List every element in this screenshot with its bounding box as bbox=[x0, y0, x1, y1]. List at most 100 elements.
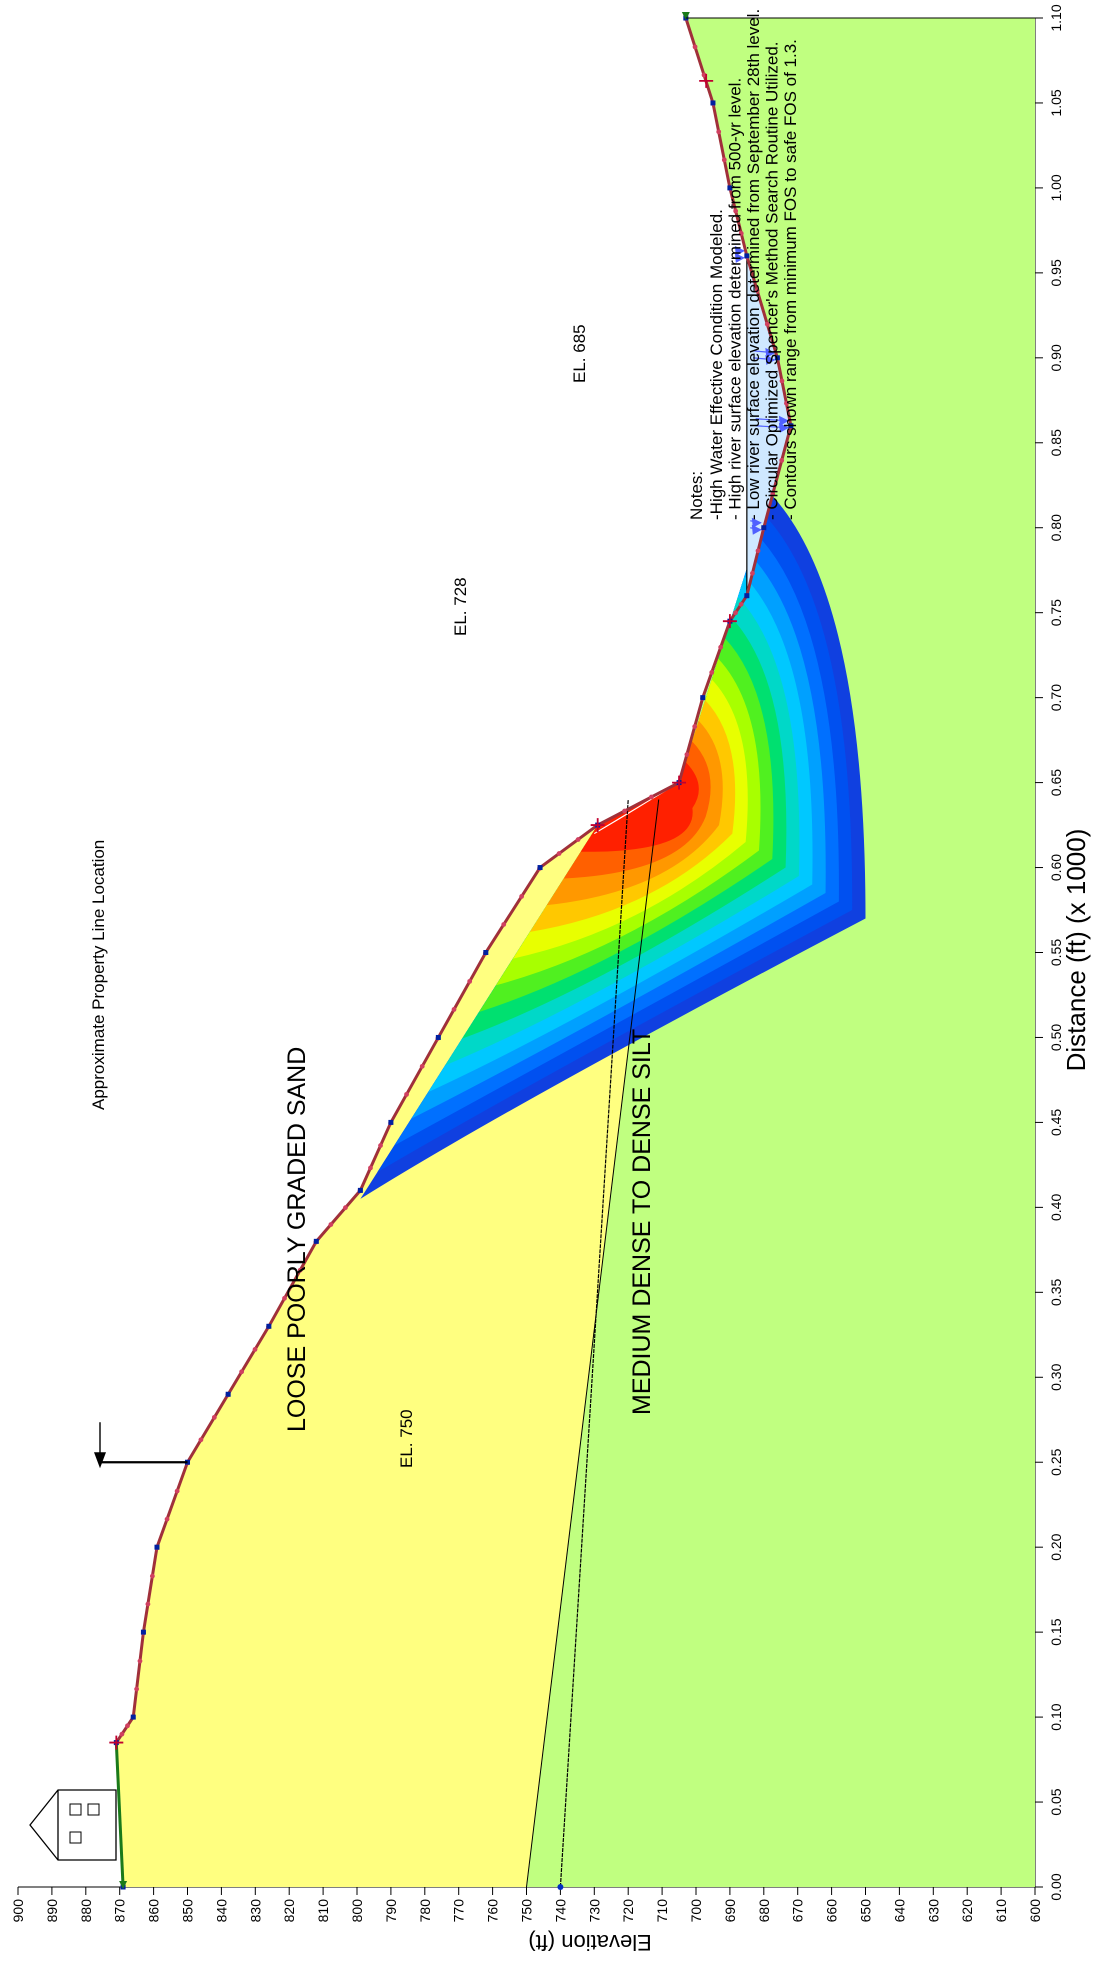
water-pressure-arrowhead bbox=[765, 354, 776, 365]
note-line: - Contours shown range from minimum FOS … bbox=[781, 39, 800, 520]
surface-node bbox=[738, 231, 744, 236]
surface-node bbox=[733, 208, 739, 214]
distance-tick-label: 0.25 bbox=[1048, 1448, 1064, 1475]
house-outline bbox=[29, 1789, 117, 1861]
elevation-axis-title: Elevation (ft) bbox=[528, 1930, 652, 1955]
distance-tick-label: 0.35 bbox=[1048, 1278, 1064, 1305]
labels: Approximate Property Line LocationLOOSE … bbox=[89, 9, 800, 1469]
distance-tick-label: 0.60 bbox=[1048, 854, 1064, 881]
surface-vertex bbox=[435, 1034, 441, 1040]
surface-node bbox=[297, 1267, 303, 1273]
distance-tick-label: 0.30 bbox=[1048, 1363, 1064, 1390]
elevation-tick-label: 730 bbox=[586, 1899, 602, 1923]
surface-vertex bbox=[744, 253, 750, 259]
surface-node bbox=[125, 1723, 130, 1729]
surface-node bbox=[718, 644, 724, 650]
surface-vertex bbox=[225, 1391, 231, 1397]
surface-vertex bbox=[537, 865, 543, 871]
surface-vertex bbox=[483, 950, 489, 955]
river-water bbox=[746, 255, 791, 596]
surface-node bbox=[750, 570, 755, 576]
surface-node bbox=[164, 1516, 170, 1522]
house-window bbox=[69, 1831, 82, 1844]
elevation-tick-label: 840 bbox=[213, 1899, 229, 1923]
elevation-tick-label: 690 bbox=[722, 1899, 738, 1923]
surface-vertex bbox=[761, 525, 767, 531]
surface-node bbox=[145, 1601, 151, 1607]
surface-node bbox=[784, 400, 789, 406]
el-685-label: EL. 685 bbox=[570, 324, 589, 383]
surface-node bbox=[149, 1573, 155, 1579]
surface-node bbox=[467, 978, 473, 984]
distance-tick-label: 0.70 bbox=[1048, 684, 1064, 711]
surface-node bbox=[556, 851, 562, 856]
property-line-label: Approximate Property Line Location bbox=[89, 840, 108, 1110]
slip-limit-marker bbox=[590, 818, 605, 833]
distance-tick-label: 0.75 bbox=[1048, 599, 1064, 626]
distance-tick-label: 0.65 bbox=[1048, 769, 1064, 796]
house-window bbox=[87, 1803, 100, 1816]
slip-limit-marker bbox=[722, 614, 737, 629]
surface-node bbox=[137, 1658, 143, 1664]
surface-node bbox=[648, 794, 654, 800]
elevation-tick-label: 820 bbox=[281, 1899, 297, 1923]
distance-axis-title: Distance (ft) (x 1000) bbox=[1061, 829, 1091, 1072]
elevation-tick-label: 720 bbox=[620, 1899, 636, 1923]
water-pressure-arrowhead bbox=[751, 517, 762, 528]
surface-node bbox=[451, 1007, 457, 1012]
house-window bbox=[69, 1803, 82, 1816]
surface-vertex bbox=[700, 695, 706, 701]
elevation-tick-label: 670 bbox=[790, 1899, 806, 1923]
phreatic-line bbox=[559, 799, 629, 1888]
distance-tick-label: 0.10 bbox=[1048, 1703, 1064, 1730]
elevation-tick-label: 750 bbox=[519, 1899, 535, 1923]
house-icon bbox=[29, 1789, 117, 1861]
surface-vertex bbox=[140, 1629, 146, 1635]
surface-node bbox=[738, 601, 744, 607]
surface-vertex bbox=[130, 1714, 136, 1720]
surface-vertex bbox=[266, 1323, 272, 1329]
surface-node bbox=[282, 1295, 287, 1301]
elevation-tick-label: 640 bbox=[891, 1899, 907, 1923]
surface-node bbox=[575, 837, 581, 842]
surface-vertex bbox=[154, 1544, 160, 1550]
distance-tick-label: 0.80 bbox=[1048, 514, 1064, 541]
elevation-tick-label: 710 bbox=[654, 1899, 670, 1923]
distance-tick-label: 0.00 bbox=[1048, 1873, 1064, 1900]
elevation-tick-label: 780 bbox=[417, 1899, 433, 1923]
crest-surface-line bbox=[114, 1742, 125, 1888]
elevation-tick-label: 650 bbox=[858, 1899, 874, 1923]
note-line: - Circular Optimized Spencer's Method Se… bbox=[763, 42, 782, 521]
elevation-tick-label: 610 bbox=[993, 1899, 1009, 1923]
surface-node bbox=[343, 1205, 348, 1211]
distance-tick-label: 0.95 bbox=[1048, 259, 1064, 286]
elevation-tick-label: 660 bbox=[824, 1899, 840, 1923]
property-line-arrow-icon bbox=[94, 1452, 106, 1469]
elevation-tick-label: 620 bbox=[959, 1899, 975, 1923]
elevation-tick-label: 700 bbox=[688, 1899, 704, 1923]
elevation-tick-label: 890 bbox=[44, 1899, 60, 1923]
note-line: - Low river surface elevation determined… bbox=[744, 9, 763, 520]
distance-tick-label: 0.40 bbox=[1048, 1194, 1064, 1221]
surface-node bbox=[252, 1347, 258, 1352]
water-pressure-arrowhead bbox=[734, 252, 745, 263]
surface-node bbox=[239, 1369, 245, 1375]
surface-node bbox=[764, 321, 770, 327]
elevation-tick-label: 760 bbox=[485, 1899, 501, 1923]
surface-node bbox=[779, 378, 785, 384]
surface-node bbox=[755, 548, 761, 554]
surface-node bbox=[328, 1222, 334, 1227]
elevation-tick-label: 630 bbox=[925, 1899, 941, 1923]
slip-limit-marker bbox=[109, 1735, 124, 1750]
distance-tick-label: 0.20 bbox=[1048, 1533, 1064, 1560]
geometry bbox=[29, 12, 1035, 1890]
distance-tick-label: 0.45 bbox=[1048, 1109, 1064, 1136]
surface-node bbox=[622, 808, 627, 814]
material-boundary-line bbox=[526, 799, 660, 1888]
elevation-tick-label: 880 bbox=[78, 1899, 94, 1923]
elevation-tick-label: 870 bbox=[112, 1899, 128, 1923]
surface-node bbox=[709, 670, 715, 675]
surface-node bbox=[211, 1414, 217, 1420]
el-750-label: EL. 750 bbox=[397, 1409, 416, 1468]
